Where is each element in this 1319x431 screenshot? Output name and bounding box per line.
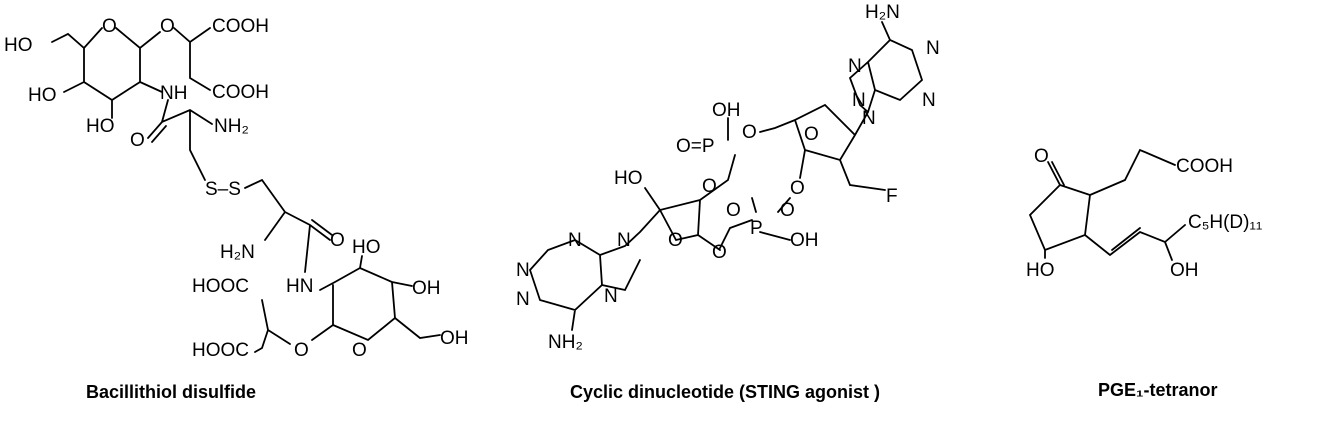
atom-label: HO [86, 116, 115, 137]
atom-label: HO [614, 168, 643, 189]
atom-label: O [160, 16, 175, 37]
atom-label: N [568, 230, 582, 251]
atom-label: S–S [205, 179, 241, 200]
bonds [51, 27, 441, 353]
atom-label: O [790, 178, 805, 199]
atom-label: NH₂ [548, 332, 583, 353]
atom-label: O [330, 230, 345, 251]
atom-label: O [780, 200, 795, 221]
atom-label: HO [352, 237, 381, 258]
molecule-cyclic-dinucleotide: H₂N N N N N N OH O=P O O HO O O O O P OH… [516, 2, 940, 402]
atom-label: COOH [1176, 156, 1233, 177]
atom-label: O [130, 130, 145, 151]
atom-label: OH [440, 328, 469, 349]
atom-label: N [516, 260, 530, 281]
molecule-bacillithiol-disulfide: HO O O COOH HO NH COOH HO NH₂ O S–S O H₂… [4, 16, 469, 402]
atom-label: N [516, 289, 530, 310]
bonds [528, 21, 924, 331]
atom-label: C₅H(D)₁₁ [1188, 212, 1262, 233]
caption: Bacillithiol disulfide [86, 382, 256, 402]
atom-label: O=P [676, 136, 715, 157]
atom-label: HO [1026, 260, 1055, 281]
atom-label: COOH [212, 16, 269, 37]
atom-label: N [617, 230, 631, 251]
atom-label: N [852, 90, 866, 111]
atom-label: N [862, 108, 876, 129]
atom-label: H₂N [220, 242, 255, 263]
atom-label: H₂N [865, 2, 900, 23]
atom-label: OH [1170, 260, 1199, 281]
atom-label: O [804, 124, 819, 145]
atom-label: O [102, 16, 117, 37]
caption: PGE₁-tetranor [1098, 380, 1217, 400]
atom-label: P [750, 218, 763, 239]
atom-label: HOOC [192, 276, 249, 297]
atom-label: O [352, 340, 367, 361]
atom-label: N [604, 286, 618, 307]
atom-label: O [702, 176, 717, 197]
atom-label: O [712, 242, 727, 263]
atom-label: F [886, 186, 898, 207]
atom-label: HO [4, 35, 33, 56]
atom-label: O [1034, 146, 1049, 167]
caption: Cyclic dinucleotide (STING agonist ) [570, 382, 880, 402]
atom-label: OH [712, 100, 741, 121]
bonds [1028, 148, 1186, 261]
atom-label: HOOC [192, 340, 249, 361]
atom-label: HO [28, 85, 57, 106]
atom-label: O [668, 230, 683, 251]
atom-label: HN [286, 276, 313, 297]
atom-label: O [742, 122, 757, 143]
atom-label: N [926, 38, 940, 59]
atom-label: OH [412, 278, 441, 299]
atom-label: N [922, 90, 936, 111]
atom-label: COOH [212, 82, 269, 103]
atom-label: O [726, 200, 741, 221]
atom-label: NH [160, 83, 187, 104]
atom-label: NH₂ [214, 116, 249, 137]
atom-label: OH [790, 230, 819, 251]
atom-label: N [848, 56, 862, 77]
molecule-pge1-tetranor: O COOH C₅H(D)₁₁ HO OH PGE₁-tetranor [1026, 146, 1262, 400]
atom-label: O [294, 340, 309, 361]
